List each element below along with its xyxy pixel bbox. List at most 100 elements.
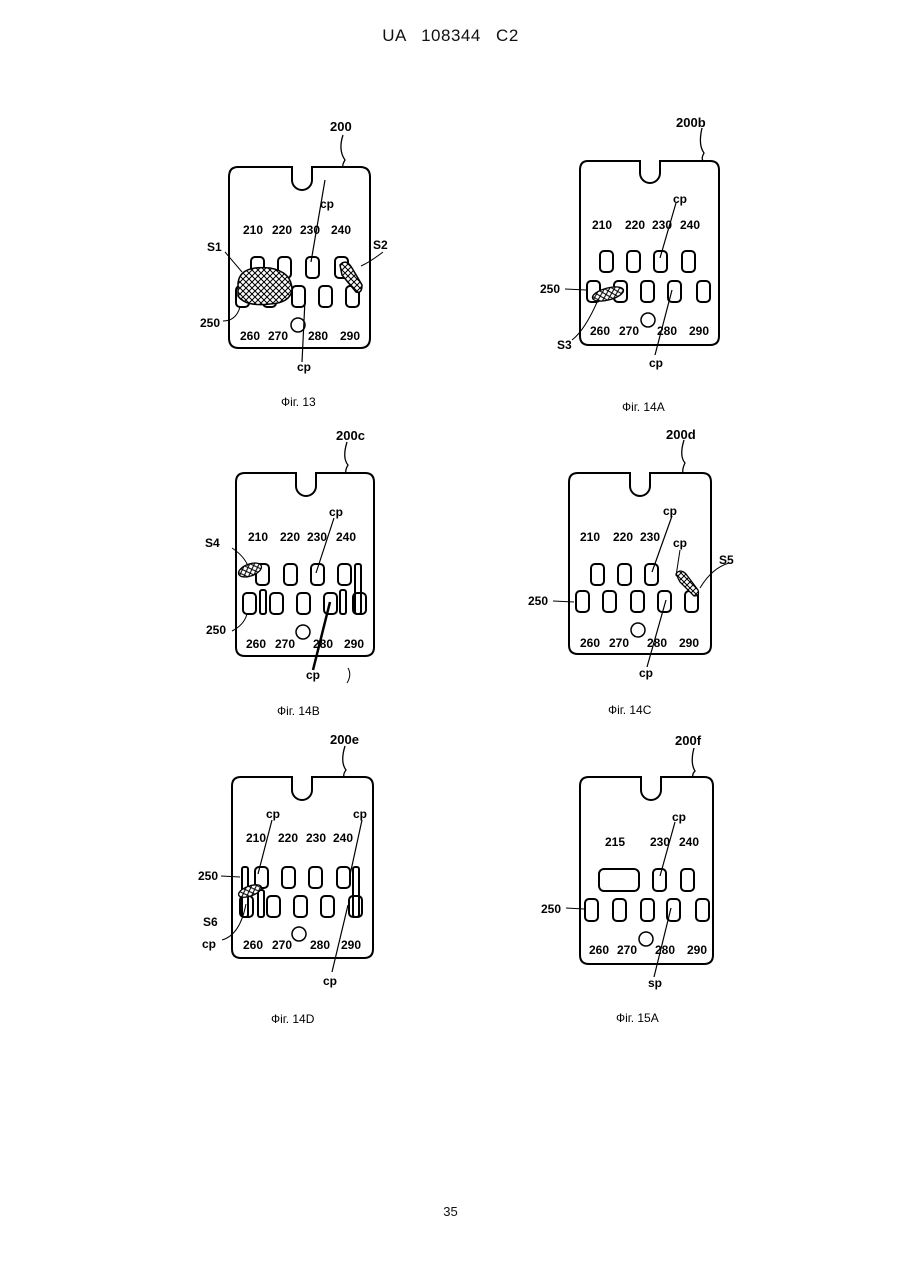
svg-text:260: 260: [589, 943, 609, 957]
contact-pads-bottom: [585, 899, 709, 921]
svg-text:260: 260: [246, 637, 266, 651]
pad-labels-top: 210 220 230 240: [243, 223, 351, 237]
svg-text:280: 280: [313, 637, 333, 651]
figure-reference: 200: [330, 119, 352, 134]
label-cp: cp: [649, 356, 663, 370]
svg-text:260: 260: [580, 636, 600, 650]
figure-caption: Фіг. 14A: [622, 400, 665, 414]
pad-labels-top: 210 220 230 240: [248, 530, 356, 544]
svg-text:210: 210: [592, 218, 612, 232]
svg-text:250: 250: [541, 902, 561, 916]
figure-caption: Фіг. 14D: [271, 1012, 315, 1026]
alignment-hole: [296, 625, 310, 639]
svg-text:270: 270: [609, 636, 629, 650]
svg-text:270: 270: [272, 938, 292, 952]
contact-pads-top: [242, 867, 359, 917]
svg-text:215: 215: [605, 835, 625, 849]
label-cp: cp: [329, 505, 343, 519]
figure-reference: 200d: [666, 427, 696, 442]
svg-text:210: 210: [248, 530, 268, 544]
svg-text:220: 220: [278, 831, 298, 845]
alignment-hole: [291, 318, 305, 332]
pad-labels-bottom: 250 260 270 280 290: [528, 594, 699, 650]
svg-text:220: 220: [613, 530, 633, 544]
svg-text:230: 230: [307, 530, 327, 544]
svg-text:250: 250: [206, 623, 226, 637]
svg-text:220: 220: [280, 530, 300, 544]
figure-caption: Фіг. 13: [281, 395, 316, 409]
svg-text:280: 280: [655, 943, 675, 957]
label-cp: cp: [202, 937, 216, 951]
page-number: 35: [0, 1204, 901, 1219]
svg-text:240: 240: [336, 530, 356, 544]
svg-text:260: 260: [590, 324, 610, 338]
svg-text:220: 220: [272, 223, 292, 237]
contact-pads-top: [600, 251, 695, 272]
label-cp: cp: [639, 666, 653, 680]
short-region-s4: [237, 560, 264, 579]
svg-text:250: 250: [528, 594, 548, 608]
label-cp: cp: [353, 807, 367, 821]
short-region-s3: [591, 284, 625, 304]
svg-text:210: 210: [243, 223, 263, 237]
svg-text:210: 210: [580, 530, 600, 544]
svg-text:210: 210: [246, 831, 266, 845]
short-region-s2: [340, 262, 362, 292]
svg-text:260: 260: [243, 938, 263, 952]
svg-text:220: 220: [625, 218, 645, 232]
pad-labels-bottom: 250 260 270 280 290: [206, 623, 364, 651]
contact-pads-bottom: [576, 591, 698, 612]
svg-text:280: 280: [310, 938, 330, 952]
svg-text:280: 280: [308, 329, 328, 343]
pad-labels-bottom: 250 260 270 280 290: [200, 316, 360, 343]
label-cp: cp: [320, 197, 334, 211]
contact-pads-bottom: [243, 590, 366, 614]
pad-labels-top: 210 220 230: [580, 530, 660, 544]
svg-text:270: 270: [275, 637, 295, 651]
figure-reference: 200c: [336, 428, 365, 443]
svg-text:230: 230: [640, 530, 660, 544]
svg-text:290: 290: [679, 636, 699, 650]
label-cp: cp: [673, 536, 687, 550]
svg-text:270: 270: [617, 943, 637, 957]
pad-labels-top: 210 220 230 240: [246, 831, 353, 845]
label-sp: sp: [648, 976, 662, 990]
figure-reference: 200b: [676, 115, 706, 130]
pad-labels-top: 215 230 240: [605, 835, 699, 849]
svg-text:250: 250: [200, 316, 220, 330]
svg-text:290: 290: [341, 938, 361, 952]
svg-text:280: 280: [657, 324, 677, 338]
pad-labels-top: 210 220 230 240: [592, 218, 700, 232]
svg-text:250: 250: [198, 869, 218, 883]
svg-text:250: 250: [540, 282, 560, 296]
svg-text:290: 290: [687, 943, 707, 957]
label-cp: cp: [663, 504, 677, 518]
svg-text:240: 240: [333, 831, 353, 845]
figure-14a: 200b 210 220 230 240 250 260 2: [540, 115, 719, 414]
figure-reference: 200e: [330, 732, 359, 747]
figure-15a: 200f 215 230 240 250 260 270 280 290: [541, 733, 713, 1025]
figure-14b: 200c 210 220 230 240: [205, 428, 374, 718]
short-region-s6: [237, 882, 263, 900]
svg-text:230: 230: [300, 223, 320, 237]
contact-pads-top: [599, 869, 694, 891]
figure-14d: 200e 210 220 230 240: [198, 732, 373, 1026]
label-s3: S3: [557, 338, 572, 352]
svg-text:280: 280: [647, 636, 667, 650]
short-region-s1: [238, 268, 292, 305]
label-cp: cp: [266, 807, 280, 821]
svg-text:240: 240: [679, 835, 699, 849]
svg-text:230: 230: [306, 831, 326, 845]
label-s4: S4: [205, 536, 220, 550]
label-cp: cp: [323, 974, 337, 988]
svg-text:290: 290: [344, 637, 364, 651]
label-cp: cp: [673, 192, 687, 206]
svg-text:270: 270: [268, 329, 288, 343]
svg-text:240: 240: [680, 218, 700, 232]
svg-text:290: 290: [340, 329, 360, 343]
svg-text:260: 260: [240, 329, 260, 343]
figure-caption: Фіг. 15A: [616, 1011, 659, 1025]
chip-card-outline: [569, 473, 711, 654]
svg-text:270: 270: [619, 324, 639, 338]
